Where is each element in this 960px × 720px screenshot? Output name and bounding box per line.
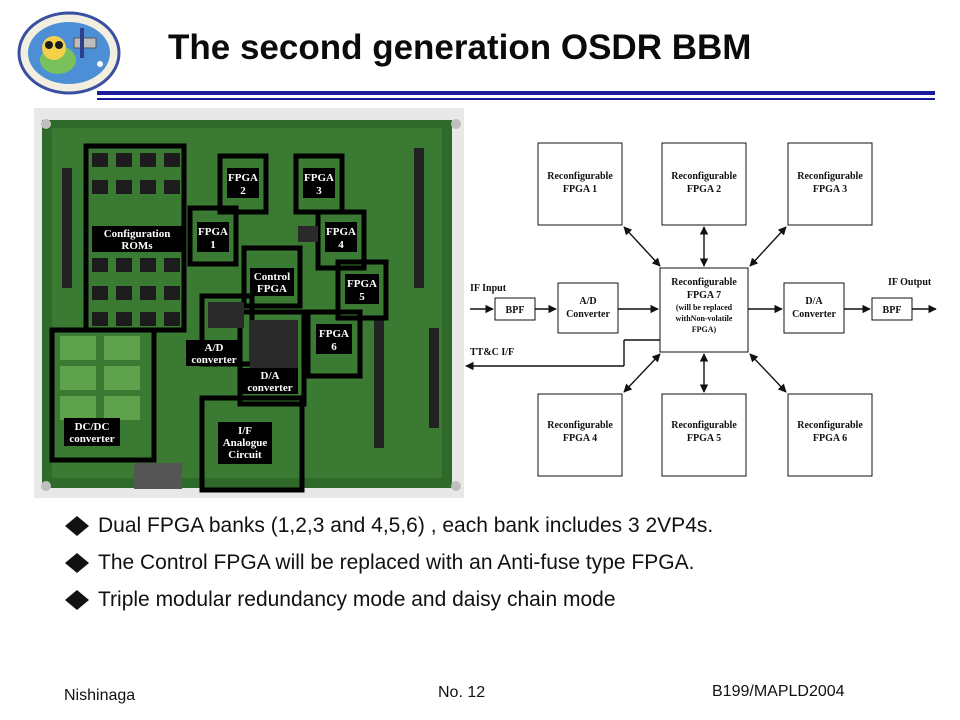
- label-fpga2-2: 2: [240, 185, 246, 197]
- label-fpga6-1: FPGA: [319, 328, 349, 340]
- diamond-bullet-icon: [65, 553, 89, 573]
- rfpga6-label-1: Reconfigurable: [797, 420, 863, 431]
- rfpga6-box: [787, 393, 873, 477]
- label-control-fpga-2: FPGA: [257, 283, 287, 295]
- ttc-label: TT&C I/F: [470, 347, 514, 358]
- rfpga2-label-1: Reconfigurable: [671, 171, 737, 182]
- label-if-analogue-3: Circuit: [228, 449, 262, 461]
- diamond-bullet-icon: [65, 516, 89, 536]
- label-if-analogue-2: Analogue: [223, 437, 268, 449]
- bullet-list: Dual FPGA banks (1,2,3 and 4,5,6) , each…: [64, 513, 713, 624]
- rfpga7-label-4: withNon-volatile: [676, 314, 733, 323]
- label-dcdc-converter-2: converter: [69, 433, 114, 445]
- label-fpga4-1: FPGA: [326, 226, 356, 238]
- board-illustration: Configuration ROMs FPGA 2 FPGA 3 FPGA 1 …: [34, 108, 464, 498]
- rfpga4-box: [537, 393, 623, 477]
- slide-title: The second generation OSDR BBM: [168, 28, 752, 67]
- bullet-text: The Control FPGA will be replaced with a…: [98, 551, 695, 574]
- diagram-arrows: [465, 226, 937, 393]
- ad-box: [557, 282, 619, 334]
- label-fpga1-2: 1: [210, 239, 216, 251]
- title-rule-thin: [97, 98, 935, 100]
- label-config-roms-2: ROMs: [121, 240, 153, 252]
- da-box: [783, 282, 845, 334]
- title-rule-thick: [97, 91, 935, 95]
- rfpga2-label-2: FPGA 2: [687, 184, 721, 195]
- footer-page-number: No. 12: [438, 684, 486, 701]
- ad-label-2: Converter: [566, 309, 610, 320]
- if-input-label: IF Input: [470, 283, 507, 294]
- rfpga1-box: [537, 142, 623, 226]
- diamond-bullet-icon: [65, 590, 89, 610]
- rfpga6-label-2: FPGA 6: [813, 433, 847, 444]
- rfpga5-box: [661, 393, 747, 477]
- label-fpga5-1: FPGA: [347, 278, 377, 290]
- label-ad-converter-2: converter: [191, 354, 236, 366]
- rfpga1-label-1: Reconfigurable: [547, 171, 613, 182]
- label-fpga6-2: 6: [331, 341, 337, 353]
- rfpga7-box: [659, 267, 749, 353]
- label-fpga5-2: 5: [359, 291, 365, 303]
- photo-labels: Configuration ROMs FPGA 2 FPGA 3 FPGA 1 …: [64, 168, 379, 464]
- label-da-converter-1: D/A: [261, 370, 280, 382]
- label-control-fpga-1: Control: [254, 271, 290, 283]
- label-fpga3-2: 3: [316, 185, 322, 197]
- label-fpga4-2: 4: [338, 239, 344, 251]
- label-config-roms-1: Configuration: [104, 228, 171, 240]
- rfpga4-label-2: FPGA 4: [563, 433, 597, 444]
- label-fpga2-1: FPGA: [228, 172, 258, 184]
- label-dcdc-converter-1: DC/DC: [75, 421, 110, 433]
- rfpga3-box: [787, 142, 873, 226]
- da-label-2: Converter: [792, 309, 836, 320]
- rfpga2-box: [661, 142, 747, 226]
- if-output-label: IF Output: [888, 277, 932, 288]
- board-photo: Configuration ROMs FPGA 2 FPGA 3 FPGA 1 …: [34, 108, 464, 498]
- label-fpga3-1: FPGA: [304, 172, 334, 184]
- label-da-converter-2: converter: [247, 382, 292, 394]
- label-if-analogue-1: I/F: [238, 425, 252, 437]
- rfpga1-label-2: FPGA 1: [563, 184, 597, 195]
- label-fpga1-1: FPGA: [198, 226, 228, 238]
- bpf-out-label: BPF: [883, 305, 902, 316]
- rfpga4-label-1: Reconfigurable: [547, 420, 613, 431]
- rfpga7-label-1: Reconfigurable: [671, 277, 737, 288]
- da-label-1: D/A: [805, 296, 823, 307]
- rfpga7-label-5: FPGA): [692, 325, 717, 334]
- footer-reference: B199/MAPLD2004: [712, 683, 845, 700]
- rfpga3-label-1: Reconfigurable: [797, 171, 863, 182]
- rfpga7-label-3: (will be replaced: [676, 303, 733, 312]
- rfpga5-label-2: FPGA 5: [687, 433, 721, 444]
- bullet-item: The Control FPGA will be replaced with a…: [64, 550, 713, 587]
- label-ad-converter-1: A/D: [205, 342, 224, 354]
- bullet-text: Dual FPGA banks (1,2,3 and 4,5,6) , each…: [98, 514, 714, 537]
- rfpga7-label-2: FPGA 7: [687, 290, 721, 301]
- rfpga3-label-2: FPGA 3: [813, 184, 847, 195]
- footer-author: Nishinaga: [64, 687, 136, 704]
- mission-logo: [17, 11, 121, 95]
- bullet-text: Triple modular redundancy mode and daisy…: [98, 588, 616, 611]
- bpf-in-label: BPF: [506, 305, 525, 316]
- bullet-item: Triple modular redundancy mode and daisy…: [64, 587, 713, 624]
- block-diagram: Reconfigurable FPGA 1 Reconfigurable FPG…: [465, 142, 937, 477]
- ad-label-1: A/D: [579, 296, 596, 307]
- rfpga5-label-1: Reconfigurable: [671, 420, 737, 431]
- bullet-item: Dual FPGA banks (1,2,3 and 4,5,6) , each…: [64, 513, 713, 550]
